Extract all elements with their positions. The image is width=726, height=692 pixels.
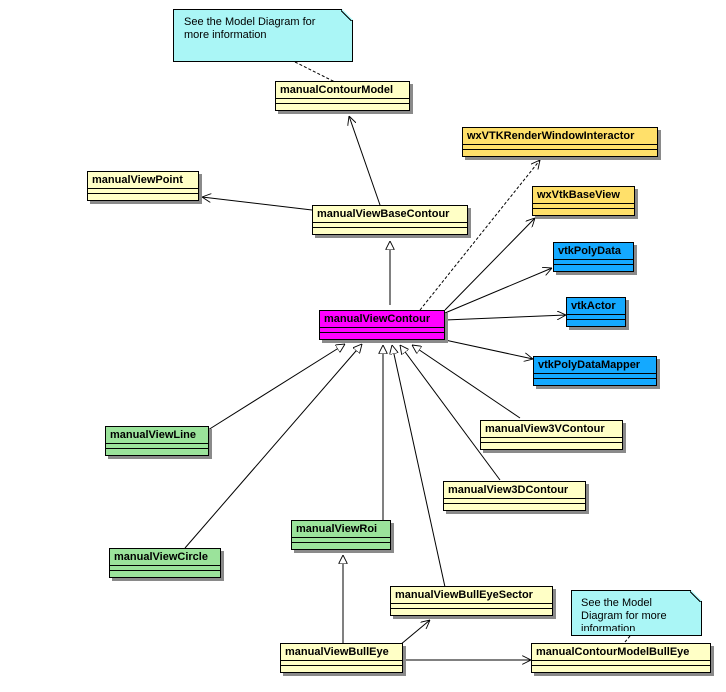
- class-name: manualViewBullEyeSector: [391, 587, 552, 604]
- note-fold-edge: [341, 10, 352, 21]
- generalization-line: [392, 345, 446, 588]
- class-attributes: [567, 315, 625, 320]
- class-name: manualContourModelBullEye: [532, 644, 710, 661]
- class-name: manualViewCircle: [110, 549, 220, 566]
- class-attributes: [391, 604, 552, 609]
- class-manualViewBullEye[interactable]: manualViewBullEye: [280, 643, 403, 673]
- class-attributes: [292, 538, 390, 543]
- class-manualViewBullEyeSector[interactable]: manualViewBullEyeSector: [390, 586, 553, 616]
- class-manualViewCircle[interactable]: manualViewCircle: [109, 548, 221, 578]
- class-name: vtkPolyData: [554, 243, 633, 260]
- association-line: [444, 268, 552, 314]
- class-attributes: [533, 204, 634, 209]
- class-attributes: [532, 661, 710, 666]
- class-name: manualViewPoint: [88, 172, 198, 189]
- generalization-line: [184, 344, 362, 549]
- note-fold-edge: [690, 591, 701, 602]
- class-name: manualView3DContour: [444, 482, 585, 499]
- class-attributes: [481, 438, 622, 443]
- model-diagram-note-bulleye: See the Model Diagram for more informati…: [571, 590, 702, 636]
- association-line: [399, 620, 430, 646]
- generalization-line: [412, 345, 521, 419]
- class-vtkActor[interactable]: vtkActor: [566, 297, 626, 327]
- class-name: wxVtkBaseView: [533, 187, 634, 204]
- class-wxVTKRenderWindowInteractor[interactable]: wxVTKRenderWindowInteractor: [462, 127, 658, 157]
- association-line: [202, 197, 313, 211]
- class-attributes: [276, 99, 409, 104]
- association-line: [349, 116, 381, 206]
- class-manualViewPoint[interactable]: manualViewPoint: [87, 171, 199, 201]
- class-name: manualViewRoi: [292, 521, 390, 538]
- note-text: See the Model Diagram for more informati…: [184, 16, 316, 41]
- class-name: vtkPolyDataMapper: [534, 357, 656, 374]
- class-manualViewRoi[interactable]: manualViewRoi: [291, 520, 391, 550]
- association-line: [444, 218, 535, 311]
- class-attributes: [463, 145, 657, 150]
- class-attributes: [444, 499, 585, 504]
- dependency-line: [419, 160, 540, 311]
- class-vtkPolyData[interactable]: vtkPolyData: [553, 242, 634, 272]
- class-attributes: [534, 374, 656, 379]
- note-anchor-line: [294, 61, 336, 83]
- class-name: manualViewContour: [320, 311, 444, 328]
- class-manualContourModelBullEye[interactable]: manualContourModelBullEye: [531, 643, 711, 673]
- class-manualView3DContour[interactable]: manualView3DContour: [443, 481, 586, 511]
- note-anchor-line: [624, 635, 631, 643]
- class-attributes: [320, 328, 444, 333]
- note-text: See the Model Diagram for more informati…: [581, 597, 667, 631]
- class-attributes: [110, 566, 220, 571]
- class-manualViewLine[interactable]: manualViewLine: [105, 426, 209, 456]
- class-name: manualViewLine: [106, 427, 208, 444]
- class-name: manualViewBullEye: [281, 644, 402, 661]
- generalization-line: [400, 345, 501, 481]
- class-attributes: [554, 260, 633, 265]
- class-attributes: [88, 189, 198, 194]
- class-name: manualContourModel: [276, 82, 409, 99]
- association-line: [444, 315, 566, 321]
- class-name: wxVTKRenderWindowInteractor: [463, 128, 657, 145]
- class-wxVtkBaseView[interactable]: wxVtkBaseView: [532, 186, 635, 216]
- class-manualViewBaseContour[interactable]: manualViewBaseContour: [312, 205, 468, 235]
- class-vtkPolyDataMapper[interactable]: vtkPolyDataMapper: [533, 356, 657, 386]
- class-manualViewContour[interactable]: manualViewContour: [319, 310, 445, 340]
- class-name: manualViewBaseContour: [313, 206, 467, 223]
- class-name: vtkActor: [567, 298, 625, 315]
- class-name: manualView3VContour: [481, 421, 622, 438]
- association-line: [444, 339, 533, 359]
- generalization-line: [207, 344, 345, 431]
- class-manualView3VContour[interactable]: manualView3VContour: [480, 420, 623, 450]
- model-diagram-note: See the Model Diagram for more informati…: [173, 9, 353, 62]
- class-attributes: [106, 444, 208, 449]
- class-manualContourModel[interactable]: manualContourModel: [275, 81, 410, 111]
- class-attributes: [313, 223, 467, 228]
- class-attributes: [281, 661, 402, 666]
